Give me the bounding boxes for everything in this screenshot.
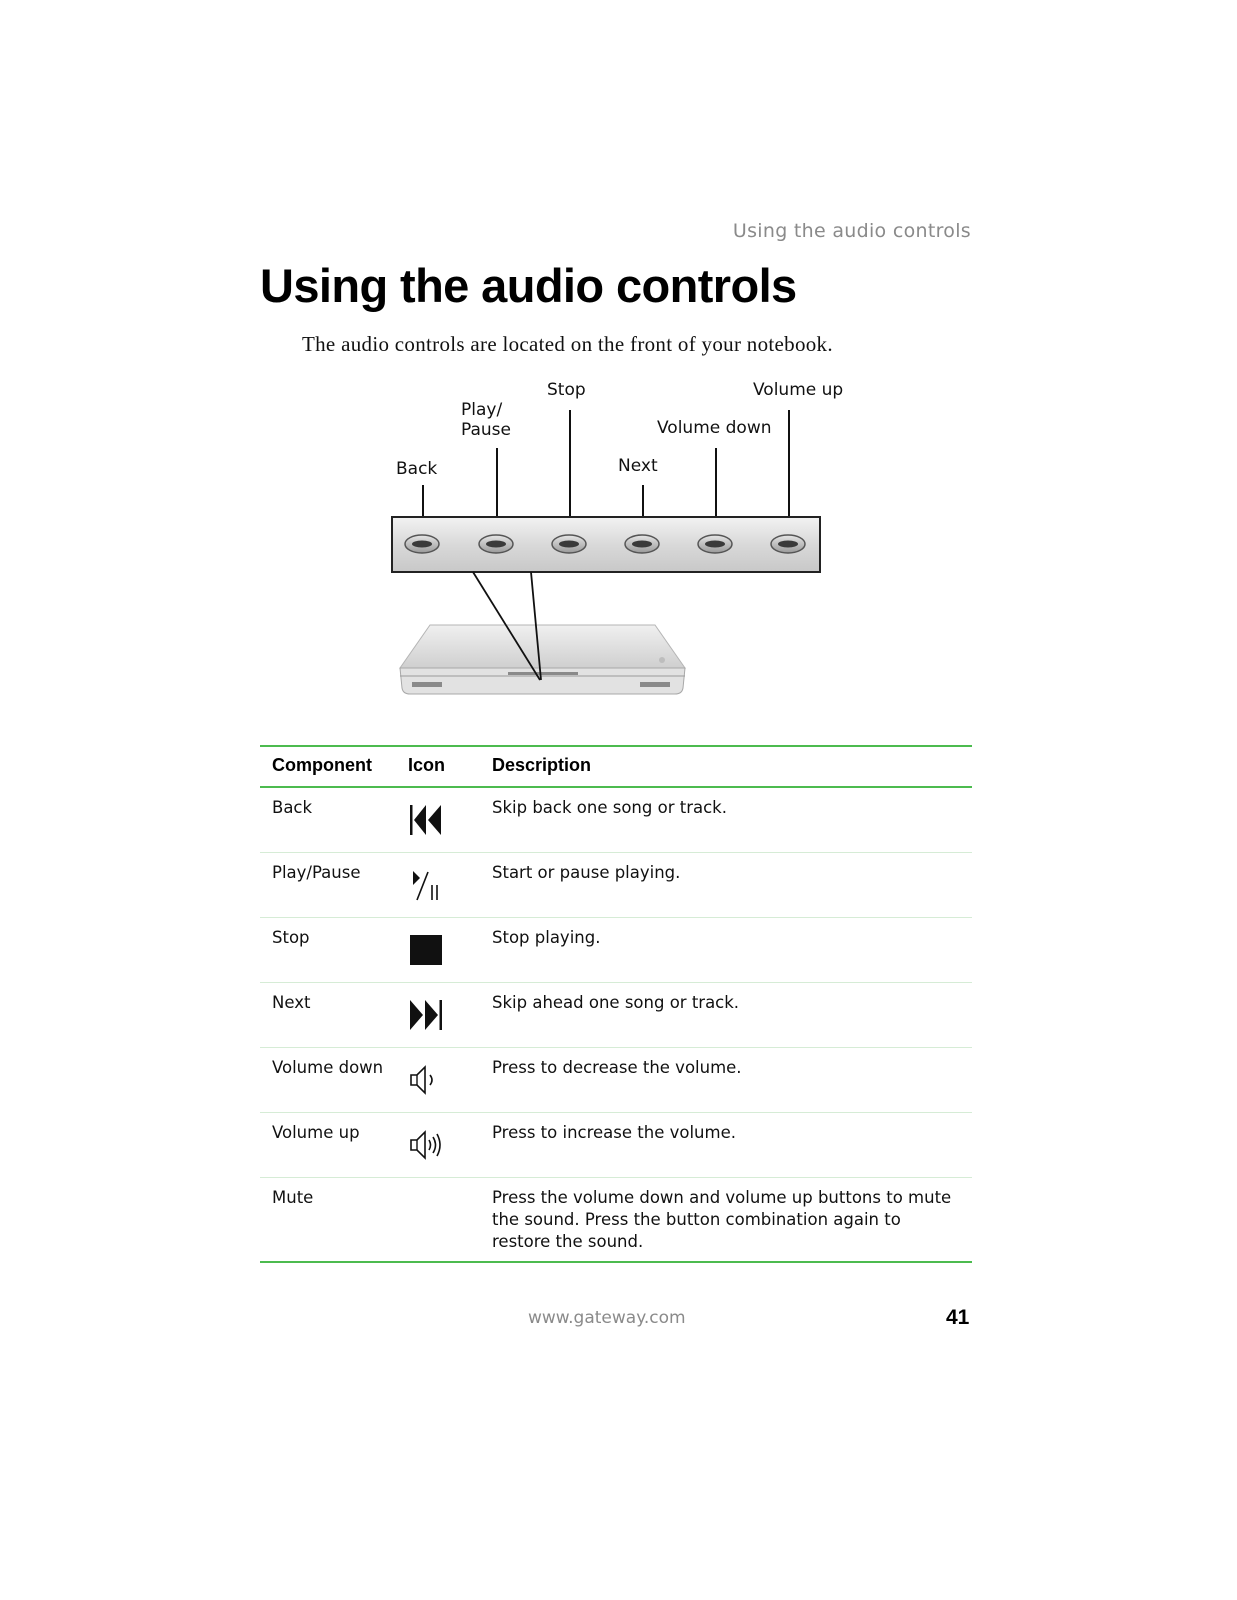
- header-icon: Icon: [396, 746, 480, 788]
- play-pause-button-graphic: [478, 534, 514, 554]
- audio-controls-figure: Back Play/ Pause Stop Next Volume down V…: [0, 0, 1237, 720]
- component-cell: Back: [260, 787, 396, 853]
- next-button-graphic: [624, 534, 660, 554]
- table-row: Volume up Press to increase the volume.: [260, 1112, 972, 1178]
- callout-stop: Stop: [547, 380, 586, 400]
- table-row: Play/Pause Start or pause playing.: [260, 852, 972, 918]
- audio-controls-diagram: [391, 410, 821, 695]
- component-cell: Stop: [260, 917, 396, 983]
- running-header: Using the audio controls: [732, 220, 971, 242]
- volume-down-button-graphic: [697, 534, 733, 554]
- header-description: Description: [480, 746, 972, 788]
- callout-next: Next: [618, 456, 658, 476]
- volume-up-button-graphic: [770, 534, 806, 554]
- description-cell: Skip back one song or track.: [480, 787, 972, 853]
- callout-play-pause-line1: Play/: [461, 400, 503, 420]
- table-row: Back Skip back one song or track.: [260, 787, 972, 853]
- description-cell: Press to increase the volume.: [480, 1112, 972, 1178]
- header-component: Component: [260, 746, 396, 788]
- callout-volume-up: Volume up: [753, 380, 844, 400]
- button-strip: [391, 516, 821, 573]
- stop-button-graphic: [551, 534, 587, 554]
- volume-down-icon: [408, 1065, 444, 1102]
- callout-play-pause-line2: Pause: [461, 420, 511, 440]
- play-pause-icon: [408, 871, 444, 907]
- table-row: Next Skip ahead one song or track.: [260, 982, 972, 1048]
- component-cell: Volume up: [260, 1112, 396, 1178]
- back-button-graphic: [404, 534, 440, 554]
- next-icon: [408, 1000, 444, 1037]
- callout-volume-down: Volume down: [657, 418, 772, 438]
- description-cell: Stop playing.: [480, 917, 972, 983]
- table-row: Volume down Press to decrease the volume…: [260, 1047, 972, 1113]
- table-row: Stop Stop playing.: [260, 917, 972, 983]
- callout-play-pause: Play/ Pause: [461, 400, 511, 440]
- audio-controls-table-wrapper: Component Icon Description Back Skip bac…: [260, 745, 972, 1263]
- audio-controls-table: Component Icon Description Back Skip bac…: [260, 745, 972, 1263]
- description-cell: Skip ahead one song or track.: [480, 982, 972, 1048]
- component-cell: Next: [260, 982, 396, 1048]
- description-cell: Start or pause playing.: [480, 852, 972, 918]
- page-number: 41: [946, 1306, 970, 1329]
- page-title: Using the audio controls: [260, 259, 797, 312]
- component-cell: Play/Pause: [260, 852, 396, 918]
- stop-icon: [408, 935, 444, 972]
- description-cell: Press the volume down and volume up butt…: [492, 1188, 952, 1251]
- component-cell: Mute: [272, 1188, 314, 1207]
- back-icon: [408, 805, 444, 842]
- footer-url: www.gateway.com: [528, 1308, 686, 1328]
- table-row: Mute Press the volume down and volume up…: [260, 1178, 972, 1263]
- table-header-row: Component Icon Description: [260, 746, 972, 788]
- empty-icon-cell: [396, 1178, 480, 1263]
- zoom-lines: [472, 571, 542, 681]
- notebook-illustration: [399, 624, 686, 695]
- intro-paragraph: The audio controls are located on the fr…: [302, 332, 833, 356]
- volume-up-icon: [408, 1130, 444, 1167]
- callout-back: Back: [396, 459, 438, 479]
- component-cell: Volume down: [260, 1047, 396, 1113]
- description-cell: Press to decrease the volume.: [480, 1047, 972, 1113]
- strip-buttons: [404, 534, 806, 554]
